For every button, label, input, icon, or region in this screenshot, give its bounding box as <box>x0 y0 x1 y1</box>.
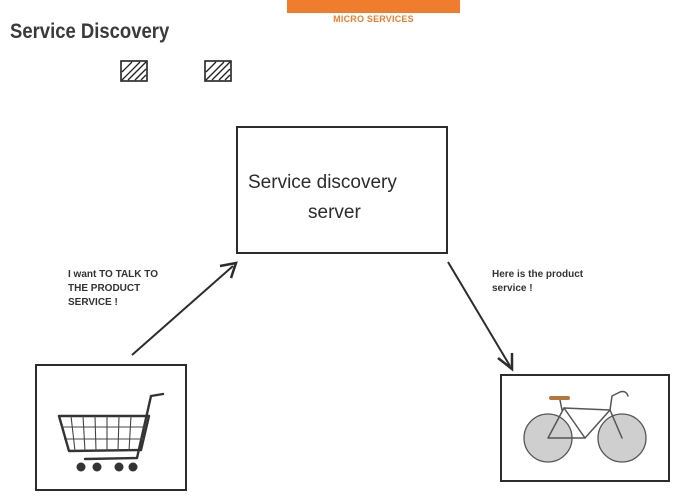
response-arrow <box>447 261 514 372</box>
hatched-square-icon <box>120 60 148 82</box>
response-note-line: service ! <box>492 283 533 294</box>
request-arrow <box>131 261 238 356</box>
discovery-server-box <box>236 126 448 254</box>
request-note: I want TO TALK TO THE PRODUCT SERVICE ! <box>68 268 188 310</box>
shopping-cart-icon <box>57 392 165 472</box>
cart-client-box <box>35 364 187 491</box>
section-banner-label: MICRO SERVICES <box>333 14 414 24</box>
request-note-line: THE PRODUCT <box>68 283 141 294</box>
server-label-line-2: server <box>308 202 361 223</box>
product-service-box <box>500 374 670 482</box>
hatched-square-icon <box>204 60 232 82</box>
request-note-line: SERVICE ! <box>68 297 118 308</box>
response-note: Here is the product service ! <box>492 268 612 296</box>
bicycle-icon <box>523 390 647 463</box>
page-title: Service Discovery <box>10 20 170 43</box>
request-note-line: I want TO TALK TO <box>68 269 158 280</box>
server-label-line-1: Service discovery <box>248 172 397 193</box>
discovery-server-label: Service discovery server <box>248 168 438 228</box>
section-banner <box>287 0 460 13</box>
response-note-line: Here is the product <box>492 269 584 280</box>
